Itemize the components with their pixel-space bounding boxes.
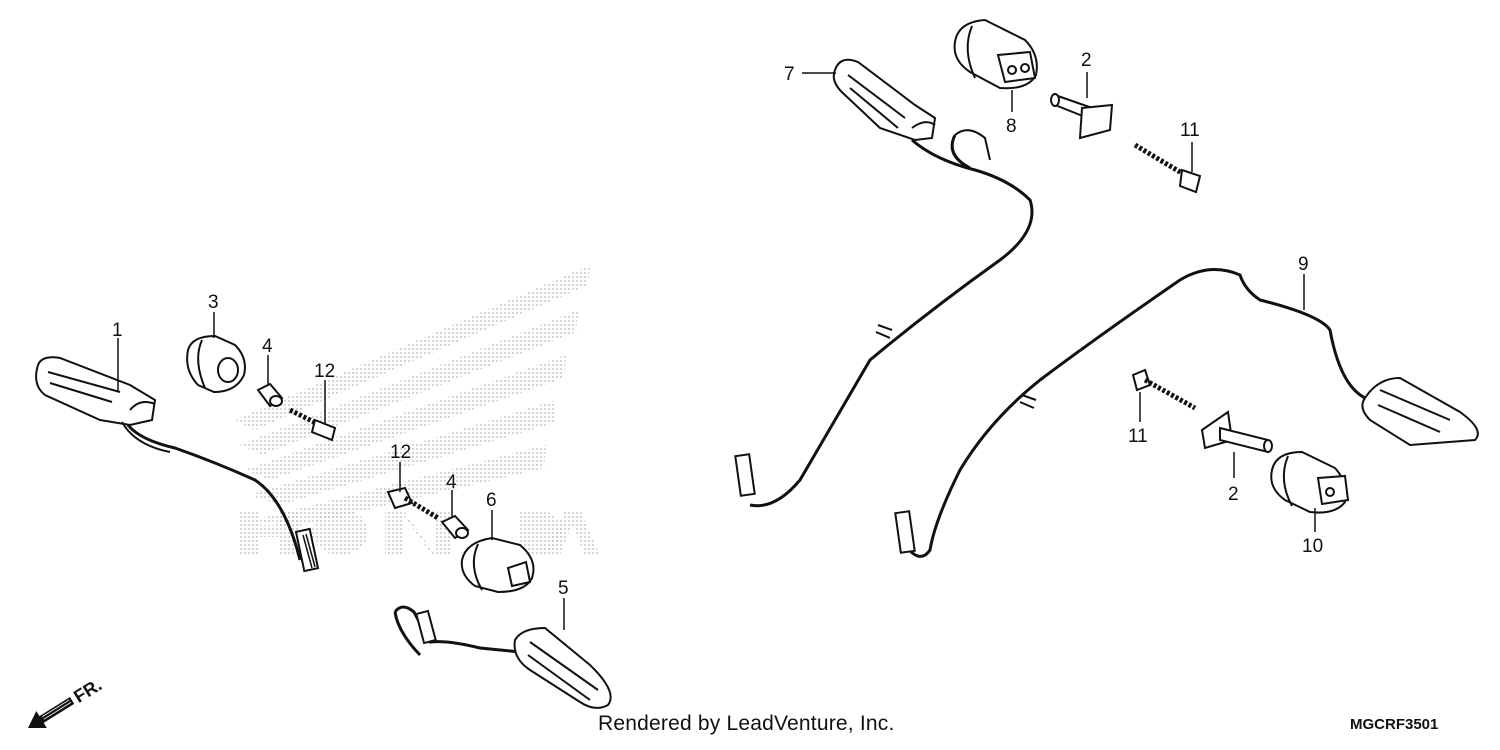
diagram-code: MGCRF3501 — [1350, 716, 1439, 733]
part-4-collar-lower[interactable] — [440, 514, 470, 540]
render-credit: Rendered by LeadVenture, Inc. — [598, 712, 895, 735]
part-1-front-left-turn-signal[interactable] — [35, 356, 320, 573]
callout-11[interactable]: 11 — [1180, 120, 1200, 141]
callout-7[interactable]: 7 — [784, 64, 795, 85]
part-6-grommet[interactable] — [460, 536, 535, 594]
callout-2[interactable]: 2 — [1081, 50, 1092, 71]
front-arrow-icon — [28, 697, 75, 729]
callout-3[interactable]: 3 — [208, 292, 219, 313]
part-10-grommet[interactable] — [1270, 450, 1350, 514]
callout-9[interactable]: 9 — [1298, 254, 1309, 275]
callout-4[interactable]: 4 — [262, 336, 273, 357]
part-8-grommet[interactable] — [953, 18, 1038, 90]
callout-12[interactable]: 12 — [314, 361, 335, 382]
honda-wing-logo — [235, 265, 600, 555]
leader-lines — [117, 72, 1316, 630]
callout-12[interactable]: 12 — [390, 442, 411, 463]
part-11-bolt-lower[interactable] — [1131, 368, 1197, 411]
front-direction-indicator: FR. — [28, 674, 105, 729]
part-9-rear-right-turn-signal[interactable] — [894, 268, 1479, 558]
part-3-grommet[interactable] — [186, 334, 246, 394]
callout-1[interactable]: 1 — [112, 320, 123, 341]
callout-4[interactable]: 4 — [446, 472, 457, 493]
front-label: FR. — [70, 674, 105, 706]
part-4-collar-upper[interactable] — [256, 382, 284, 408]
part-2-pin-upper[interactable] — [1050, 93, 1114, 140]
callout-5[interactable]: 5 — [558, 578, 569, 599]
callout-11[interactable]: 11 — [1128, 426, 1148, 447]
callout-8[interactable]: 8 — [1006, 116, 1017, 137]
part-2-pin-lower[interactable] — [1200, 410, 1273, 454]
callout-6[interactable]: 6 — [486, 490, 497, 511]
callout-2[interactable]: 2 — [1228, 484, 1239, 505]
part-5-rear-left-turn-signal[interactable] — [393, 605, 612, 709]
part-7-front-right-turn-signal[interactable] — [734, 58, 1034, 508]
part-12-screw-upper[interactable] — [288, 407, 337, 442]
part-11-bolt-upper[interactable] — [1133, 142, 1202, 194]
callout-10[interactable]: 10 — [1302, 536, 1323, 557]
